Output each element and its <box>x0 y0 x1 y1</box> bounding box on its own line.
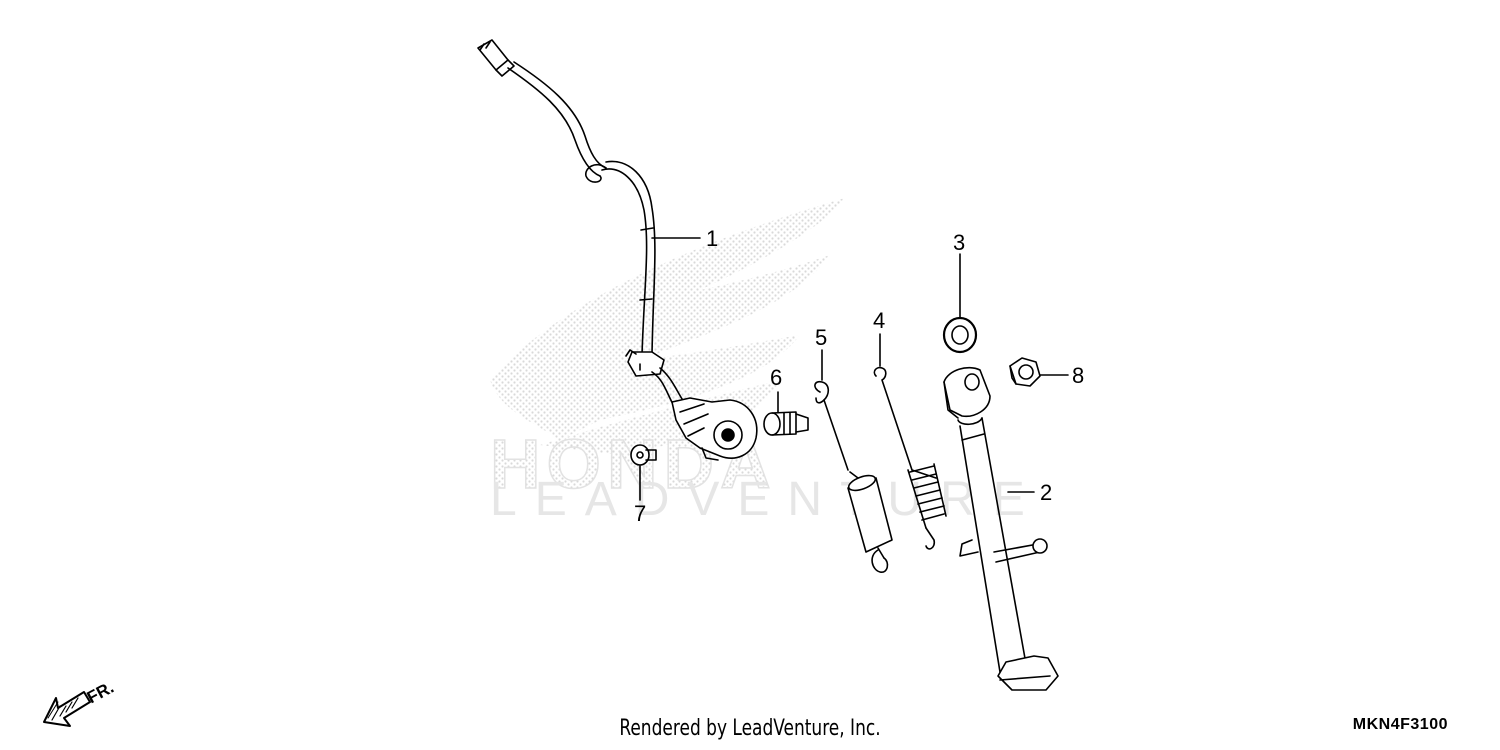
callout-2[interactable]: 2 <box>1040 480 1052 505</box>
part-5-spring[interactable] <box>814 380 893 573</box>
part-2-side-stand[interactable] <box>943 366 1059 691</box>
rendered-by-credit: Rendered by LeadVenture, Inc. <box>619 716 881 741</box>
part-7-collar[interactable] <box>630 444 657 466</box>
front-direction-arrow-icon <box>43 691 91 727</box>
callout-8[interactable]: 8 <box>1072 363 1084 388</box>
part-1-harness[interactable] <box>477 39 758 461</box>
diagram-code: MKN4F3100 <box>1352 716 1448 733</box>
callout-7[interactable]: 7 <box>634 501 646 526</box>
callout-1[interactable]: 1 <box>706 226 718 251</box>
callout-5[interactable]: 5 <box>815 325 827 350</box>
leadventure-watermark: LEADVENTURE <box>490 473 1043 526</box>
callout-3[interactable]: 3 <box>953 230 965 255</box>
part-8-nut[interactable] <box>1009 357 1041 387</box>
callout-6[interactable]: 6 <box>770 365 782 390</box>
part-6-bolt[interactable] <box>763 411 809 436</box>
honda-wing-watermark <box>490 198 845 455</box>
part-3-washer[interactable] <box>942 316 978 354</box>
part-4-spring[interactable] <box>873 366 947 550</box>
callout-4[interactable]: 4 <box>873 308 885 333</box>
